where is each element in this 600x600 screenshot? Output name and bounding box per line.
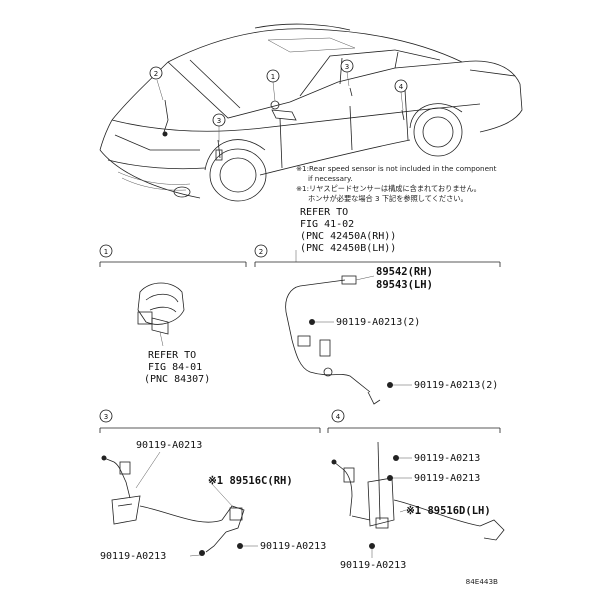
overview-callout-3a-label: 3 — [345, 63, 349, 71]
car-illustration — [99, 23, 523, 262]
overview-callout-1: 1 — [266, 69, 280, 102]
panel-3-sensor-drawing — [101, 455, 258, 557]
overview-callout-2: 2 — [149, 66, 164, 101]
panel-2-index: 2 — [259, 248, 263, 256]
panel-3-index: 3 — [104, 413, 108, 421]
panel-2-bolt-upper: 90119-A0213(2) — [336, 317, 420, 328]
panel-3-bolt-top: 90119-A0213 — [136, 440, 202, 451]
panel-1: 1 REFER TO FIG 84-01 (PNC 84307) — [99, 244, 247, 385]
panel-4-sensor-part: ※1 89516D(LH) — [406, 505, 491, 517]
panel-2: 2 89542(RH) 89543(LH) 90119-A0213(2) 901… — [254, 244, 501, 405]
panel-4-bolt-bottom: 90119-A0213 — [340, 560, 406, 571]
front-wheel — [204, 139, 267, 202]
figure-id: 84E443B — [466, 577, 498, 586]
panel-2-harness-drawing — [285, 275, 412, 405]
overview-refer-pnc-rh: (PNC 42450A(RH)) — [300, 231, 396, 242]
overview-refer-pnc-lh: (PNC 42450B(LH)) — [300, 243, 396, 254]
panel-1-refer-title: REFER TO — [148, 350, 196, 361]
panel-4-bolt-top2: 90119-A0213 — [414, 473, 480, 484]
panel-3-sensor-part: ※1 89516C(RH) — [208, 475, 293, 487]
overview-callout-2-label: 2 — [154, 70, 158, 78]
rear-wheel — [409, 103, 463, 157]
panel-3: 3 90119-A0213 ※1 89516C(RH) 90119-A0213 … — [99, 409, 326, 562]
overview-callout-3a: 3 — [340, 59, 354, 87]
overview-refer-fig: FIG 41-02 — [300, 219, 354, 230]
note-jp-line1: ※1:リヤスピードセンサーは構成に含まれておりません。 — [296, 184, 481, 193]
overview-callout-3b: 3 — [212, 113, 226, 142]
panel-4-index: 4 — [336, 413, 341, 421]
panel-1-refer-fig: FIG 84-01 — [148, 362, 202, 373]
panel-2-part-rh: 89542(RH) — [376, 266, 433, 278]
overview-notes: ※1:Rear speed sensor is not included in … — [296, 164, 497, 254]
panel-2-bolt-lower: 90119-A0213(2) — [414, 380, 498, 391]
panel-1-sensor-drawing — [137, 282, 185, 347]
panel-1-refer-pnc: (PNC 84307) — [144, 374, 210, 385]
note-jp-line2: ホンサが必要な場合 3 下記を参照してください。 — [308, 194, 468, 203]
overview-callout-4: 4 — [394, 79, 408, 111]
panel-1-index: 1 — [104, 248, 108, 256]
overview-callout-3b-label: 3 — [217, 117, 221, 125]
note-en-line1: ※1:Rear speed sensor is not included in … — [296, 164, 497, 173]
overview-callout-4-label: 4 — [399, 83, 404, 91]
panel-4-sensor-drawing — [331, 441, 505, 558]
panel-4-bolt-top1: 90119-A0213 — [414, 453, 480, 464]
panel-2-part-lh: 89543(LH) — [376, 279, 433, 291]
note-en-line2: if necessary. — [308, 174, 353, 183]
panel-4: 4 90119-A0213 90119-A0213 ※1 89516D(LH) … — [327, 409, 505, 571]
panel-3-bolt-bottom-right: 90119-A0213 — [260, 541, 326, 552]
panel-3-bolt-bottom-left: 90119-A0213 — [100, 551, 166, 562]
overview-callout-1-label: 1 — [271, 73, 275, 81]
overview-refer-title: REFER TO — [300, 207, 348, 218]
